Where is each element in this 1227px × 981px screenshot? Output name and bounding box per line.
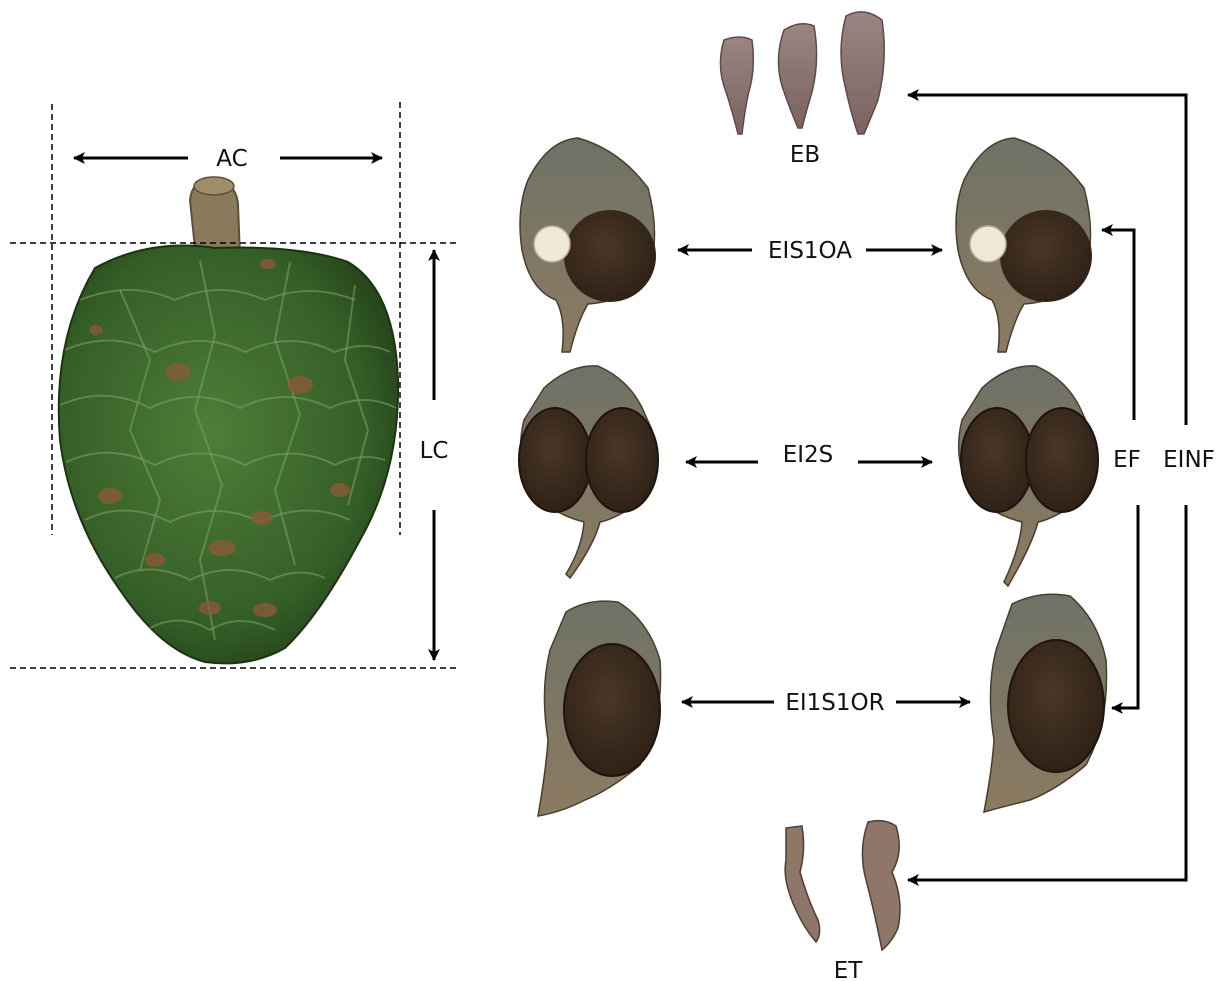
scale-eis1oa-right [956, 138, 1092, 352]
ei1s1or-label: EI1S1OR [785, 690, 884, 716]
scale-eis1oa-left [520, 138, 656, 352]
bract-2 [778, 24, 816, 128]
pine-cone [59, 177, 398, 663]
row-arrows [678, 250, 970, 702]
eb-label: EB [790, 142, 820, 168]
tips-group [785, 821, 900, 950]
bracts-group [720, 12, 884, 134]
ef-arrow-up [1102, 230, 1134, 420]
tip-1 [785, 826, 819, 942]
bract-1 [720, 37, 753, 134]
ef-label: EF [1113, 447, 1141, 473]
ei2s-label: EI2S [783, 442, 834, 468]
scale-ei1s1or-right [984, 594, 1107, 812]
scale-ei2s-left [519, 366, 658, 578]
ef-arrow-down [1112, 505, 1138, 708]
einf-label: EINF [1163, 447, 1215, 473]
ac-label: AC [216, 146, 247, 172]
et-label: ET [834, 958, 864, 981]
lc-label: LC [420, 438, 449, 464]
tip-2 [862, 821, 900, 950]
bract-3 [841, 12, 884, 134]
scale-ei2s-right [959, 366, 1098, 586]
scale-ei1s1or-left [538, 601, 661, 816]
eis1oa-label: EIS1OA [768, 238, 852, 264]
cone-body [59, 246, 398, 664]
